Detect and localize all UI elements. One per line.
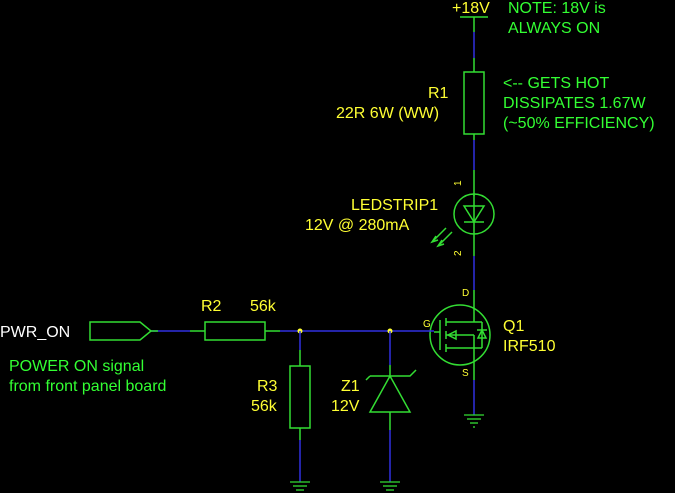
q1-pin-source: S <box>462 368 469 379</box>
r1-ref: R1 <box>428 85 449 102</box>
r3-value: 56k <box>251 398 278 415</box>
r2-ref: R2 <box>201 298 222 315</box>
q1-ref: Q1 <box>503 318 524 335</box>
r1-value: 22R 6W (WW) <box>336 105 439 122</box>
ground-symbol-q1 <box>464 414 484 428</box>
led-pin2-label: 2 <box>453 250 464 256</box>
signal-note-line1: POWER ON signal <box>9 358 144 375</box>
q1-value: IRF510 <box>503 338 556 355</box>
led-pin1-label: 1 <box>453 180 464 186</box>
signal-note-line2: from front panel board <box>9 378 166 395</box>
ground-symbol-z1 <box>380 481 400 491</box>
supply-note-line2: ALWAYS ON <box>508 20 600 37</box>
hot-note-line3: (~50% EFFICIENCY) <box>503 115 655 132</box>
ground-symbol-r3 <box>290 481 310 491</box>
r2-resistor[interactable] <box>190 321 280 341</box>
z1-zener-diode[interactable] <box>365 365 417 430</box>
z1-ref: Z1 <box>341 378 360 395</box>
q1-pin-gate: G <box>423 319 431 330</box>
supply-symbol <box>460 16 488 32</box>
q1-mosfet[interactable] <box>429 290 491 380</box>
z1-value: 12V <box>331 398 360 415</box>
r3-ref: R3 <box>257 378 278 395</box>
r1-resistor[interactable] <box>463 58 485 140</box>
pwr-on-port[interactable] <box>89 321 158 341</box>
supply-note-line1: NOTE: 18V is <box>508 0 606 17</box>
light-emission-arrows-icon <box>430 227 453 248</box>
pwr-on-port-label: PWR_ON <box>0 324 70 341</box>
r3-resistor[interactable] <box>289 350 311 440</box>
supply-label: +18V <box>452 0 490 17</box>
ledstrip-led[interactable] <box>430 170 495 256</box>
r2-value: 56k <box>250 298 277 315</box>
ledstrip-value: 12V @ 280mA <box>305 217 410 234</box>
ledstrip-ref: LEDSTRIP1 <box>351 197 438 214</box>
hot-note-line1: <-- GETS HOT <box>503 75 609 92</box>
hot-note-line2: DISSIPATES 1.67W <box>503 95 646 112</box>
q1-pin-drain: D <box>462 288 469 299</box>
